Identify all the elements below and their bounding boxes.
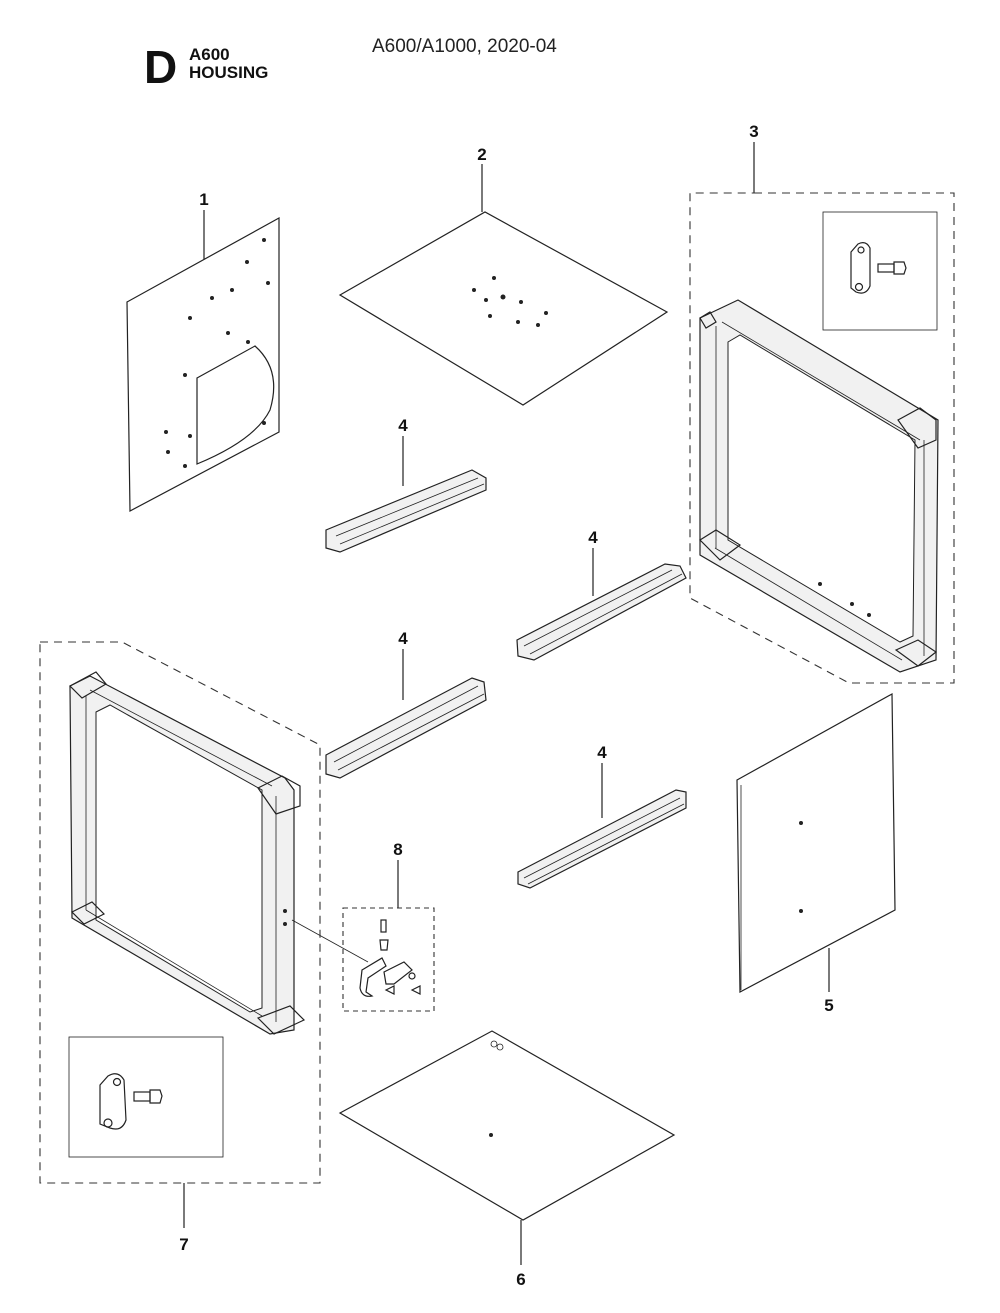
callout-7: 7 <box>179 1235 188 1254</box>
bracket-detail-icon <box>99 1073 163 1130</box>
part-4-rail-middle-right: 4 <box>516 528 687 661</box>
part-5-side-panel: 5 <box>736 692 896 1015</box>
part-4-rail-lower: 4 <box>517 743 687 889</box>
callout-4-middle-right: 4 <box>588 528 598 547</box>
callout-4-upper: 4 <box>398 416 408 435</box>
part-8-latch-kit: 8 <box>291 840 435 1012</box>
part-4-rail-middle-left: 4 <box>325 629 487 779</box>
callout-4-lower: 4 <box>597 743 607 762</box>
callout-5: 5 <box>824 996 833 1015</box>
part-4-rail-upper: 4 <box>325 416 487 553</box>
part-7-frame-assembly: 7 <box>39 641 321 1254</box>
section-title: A600 HOUSING <box>189 46 268 82</box>
callout-6: 6 <box>516 1270 525 1289</box>
callout-4-middle-left: 4 <box>398 629 408 648</box>
part-2-top-panel: 2 <box>338 145 669 406</box>
section-name: HOUSING <box>189 63 269 82</box>
part-6-bottom-panel: 6 <box>338 1030 676 1289</box>
part-3-frame-assembly: 3 <box>689 122 955 684</box>
callout-1: 1 <box>199 190 208 209</box>
callout-8: 8 <box>393 840 402 859</box>
callout-2: 2 <box>477 145 486 164</box>
section-letter: D <box>144 41 178 93</box>
part-1-side-panel: 1 <box>126 190 280 512</box>
bracket-detail-icon <box>850 242 907 294</box>
model-name: A600 <box>189 45 230 64</box>
document-reference: A600/A1000, 2020-04 <box>372 36 557 57</box>
callout-3: 3 <box>749 122 758 141</box>
